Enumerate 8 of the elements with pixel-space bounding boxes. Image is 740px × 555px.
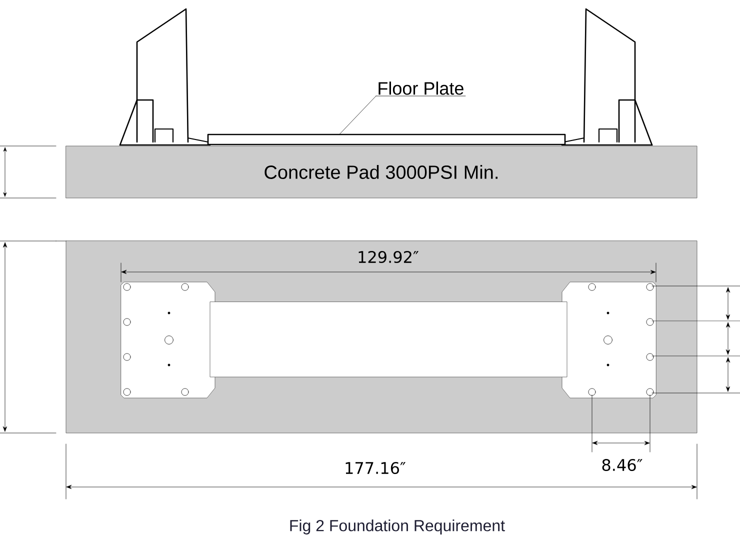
leader-line bbox=[340, 96, 376, 134]
concrete-pad: Concrete Pad 3000PSI Min. bbox=[66, 146, 698, 198]
dimension-label: 177.16″ bbox=[346, 462, 406, 474]
dimension-label: 8.46″ bbox=[602, 458, 642, 472]
part-label: Floor Plate bbox=[376, 82, 466, 96]
figure-caption: Fig 2 Foundation Requirement bbox=[290, 520, 505, 534]
floor-plate bbox=[207, 134, 566, 146]
dimension-label: 129.92″ bbox=[358, 250, 419, 264]
